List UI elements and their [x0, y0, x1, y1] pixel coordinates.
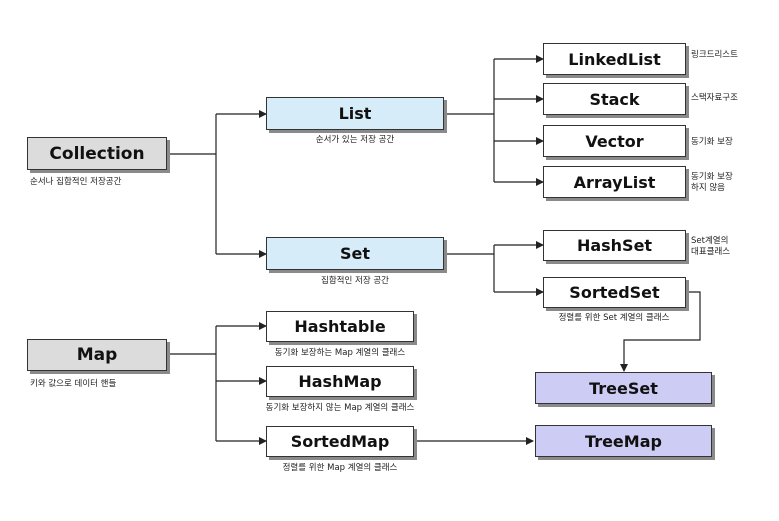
set-note: 집합적인 저장 공간 [321, 276, 389, 286]
list-note: 순서가 있는 저장 공간 [315, 135, 395, 145]
arraylist-note-line2: 하지 않음 [691, 183, 725, 193]
hashset-label: HashSet [576, 236, 653, 255]
list-label: List [338, 104, 372, 123]
map-label: Map [76, 345, 118, 365]
hashmap-label: HashMap [298, 372, 382, 391]
hashtable-label: Hashtable [294, 317, 386, 336]
hashset-note: Set계열의 대표클래스 [691, 236, 730, 258]
vector-box: Vector [543, 125, 686, 157]
stack-box: Stack [543, 83, 686, 115]
sortedset-label: SortedSet [569, 283, 660, 302]
hashset-note-line2: 대표클래스 [691, 247, 731, 257]
hashset-note-line1: Set계열의 [691, 236, 729, 246]
treemap-label: TreeMap [585, 431, 662, 451]
linkedlist-note: 링크드리스트 [691, 50, 738, 60]
treeset-label: TreeSet [589, 378, 658, 398]
linkedlist-box: LinkedList [543, 43, 686, 75]
collection-note: 순서나 집합적인 저장공간 [30, 177, 122, 187]
vector-note: 동기화 보장 [691, 137, 733, 147]
sortedmap-label: SortedMap [290, 432, 390, 451]
hashtable-note: 동기화 보장하는 Map 계열의 클래스 [274, 348, 406, 358]
set-label: Set [339, 244, 371, 263]
sortedset-box: SortedSet [543, 277, 686, 308]
sortedset-note: 정렬를 위한 Set 계열의 클래스 [558, 313, 670, 323]
map-box: Map [27, 339, 167, 371]
hashmap-note: 동기화 보장하지 않는 Map 계열의 클래스 [265, 403, 415, 413]
arraylist-note-line1: 동기화 보장 [691, 172, 733, 182]
stack-note: 스택자료구조 [691, 93, 738, 103]
collection-label: Collection [49, 143, 145, 164]
collection-box: Collection [27, 137, 167, 170]
list-box: List [266, 97, 444, 130]
vector-label: Vector [585, 131, 644, 151]
hashmap-box: HashMap [266, 366, 414, 397]
set-box: Set [266, 237, 444, 270]
edge-sortedset-treeset [620, 291, 701, 372]
hashset-box: HashSet [543, 230, 686, 261]
sortedmap-note: 정렬를 위한 Map 계열의 클래스 [282, 463, 398, 473]
stack-label: Stack [589, 89, 640, 109]
hashtable-box: Hashtable [266, 311, 414, 342]
sortedmap-box: SortedMap [266, 426, 414, 457]
arraylist-box: ArrayList [543, 166, 686, 198]
arraylist-note: 동기화 보장 하지 않음 [691, 172, 733, 194]
map-note: 키와 값으로 데이터 핸들 [30, 379, 117, 389]
treeset-box: TreeSet [535, 372, 712, 404]
arraylist-label: ArrayList [573, 172, 656, 192]
linkedlist-label: LinkedList [568, 49, 661, 69]
treemap-box: TreeMap [535, 425, 712, 457]
